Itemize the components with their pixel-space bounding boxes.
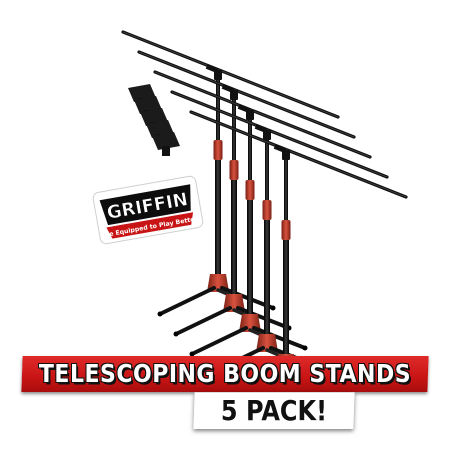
headline-banner: TELESCOPING BOOM STANDS bbox=[21, 356, 429, 392]
mic-clips bbox=[128, 84, 180, 156]
headline-text: TELESCOPING BOOM STANDS bbox=[38, 359, 412, 389]
mic-clip-icon bbox=[152, 132, 180, 156]
subheadline-text: 5 PACK! bbox=[220, 394, 328, 428]
subheadline-banner: 5 PACK! bbox=[193, 392, 355, 429]
